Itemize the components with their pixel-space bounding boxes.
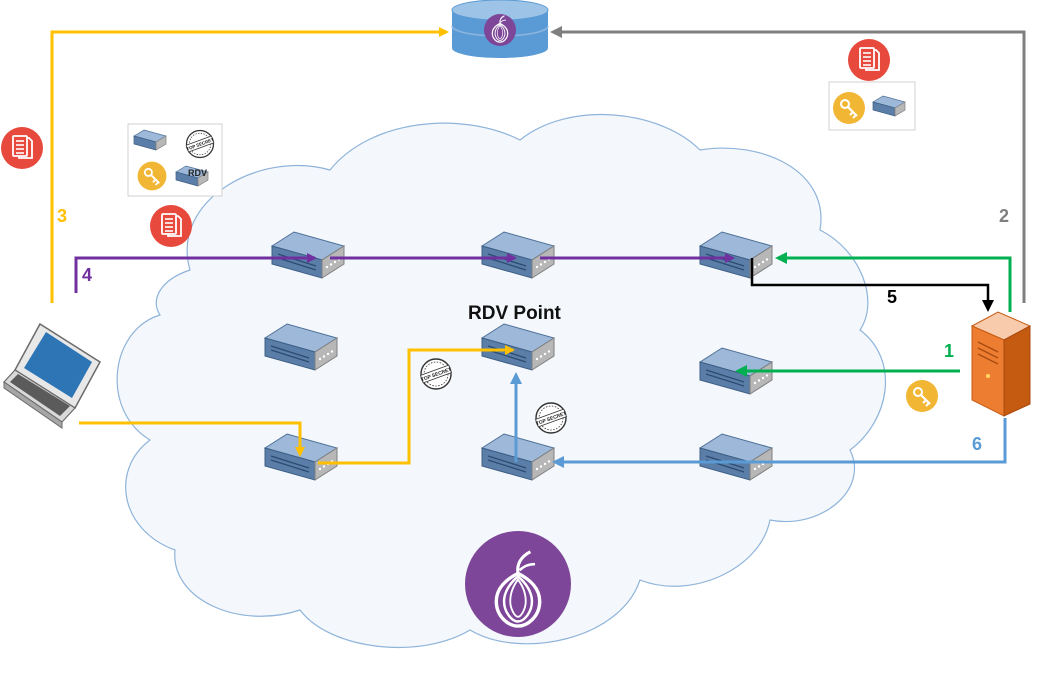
step-yellow-to-rdv-path-2 <box>318 345 515 465</box>
step-3-path <box>50 27 449 303</box>
document-icon <box>847 38 891 82</box>
document-icon <box>0 126 44 170</box>
step-1-green-path-top <box>775 252 1012 312</box>
key-icon <box>831 90 867 126</box>
step-label-5: 5 <box>887 287 897 307</box>
rdv-info-card: TOP SECRET RDV <box>127 123 223 197</box>
step-label-2: 2 <box>999 206 1009 226</box>
top-secret-stamp-icon: TOP SECRET <box>185 129 215 159</box>
rdv-point-label: RDV Point <box>468 303 562 324</box>
laptop-icon <box>3 322 101 429</box>
step-label-3: 3 <box>57 206 67 226</box>
top-secret-stamp-icon: TOP SECRET <box>419 358 452 390</box>
step-2-path <box>550 26 1026 303</box>
service-info-card <box>828 81 916 131</box>
step-label-1: 1 <box>944 341 954 361</box>
rdv-card-label: RDV <box>188 168 207 178</box>
server-icon <box>970 311 1032 417</box>
step-yellow-to-rdv-path <box>79 421 305 457</box>
key-icon <box>904 378 940 414</box>
tor-onion-icon <box>465 531 571 637</box>
step-label-4: 4 <box>82 265 92 285</box>
key-icon <box>136 160 168 192</box>
step-label-6: 6 <box>972 434 982 454</box>
step-4-path <box>74 253 317 293</box>
top-secret-stamp-icon: TOP SECRET <box>534 402 567 434</box>
document-icon <box>149 204 193 248</box>
step-6-path <box>552 418 1007 468</box>
step-5-path <box>750 258 994 312</box>
database-icon <box>451 0 549 58</box>
